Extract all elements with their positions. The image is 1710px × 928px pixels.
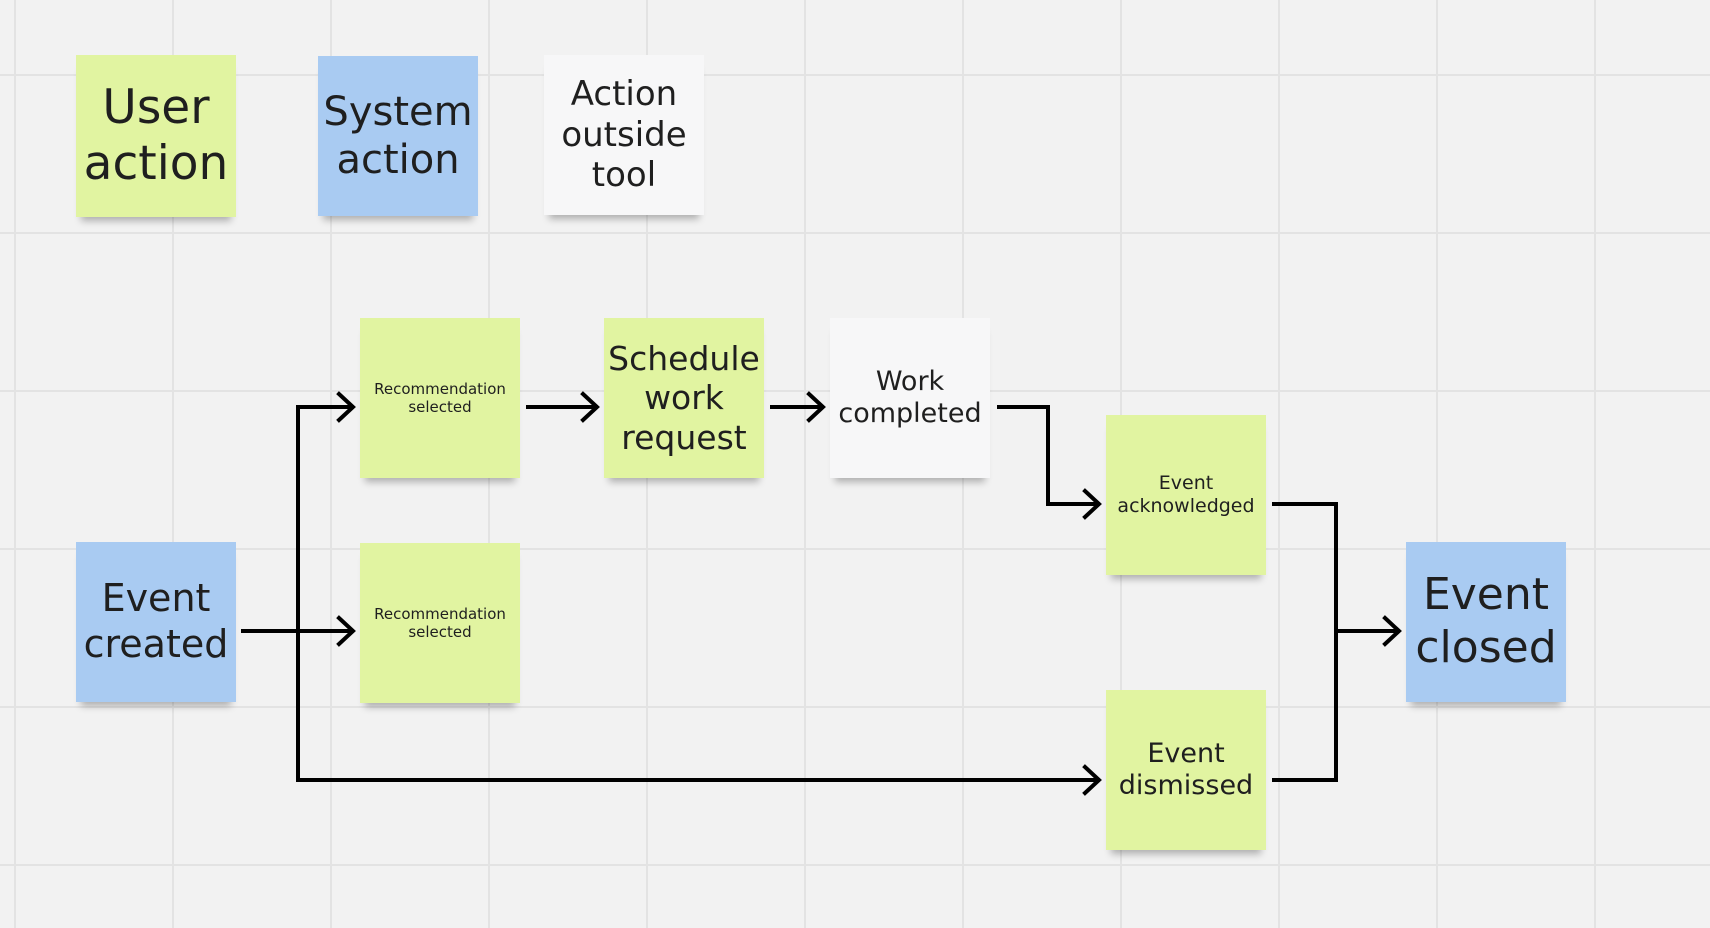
work-completed-label: Work completed — [838, 365, 982, 429]
legend-user-action-note[interactable]: User action — [76, 55, 236, 217]
legend-user-action-label: User action — [83, 79, 229, 191]
event-created-label: Event created — [83, 576, 229, 666]
event-dismissed-note[interactable]: Event dismissed — [1106, 690, 1266, 850]
recommendation-selected-bottom-note[interactable]: Recommendation selected — [360, 543, 520, 703]
connector-ack-to-closed — [1272, 502, 1400, 633]
legend-system-action-note[interactable]: System action — [318, 56, 478, 216]
recommendation-selected-bottom-label: Recommendation selected — [374, 605, 506, 641]
arrowhead-dismissed — [1082, 764, 1102, 796]
recommendation-selected-top-note[interactable]: Recommendation selected — [360, 318, 520, 478]
legend-action-outside-tool-label: Action outside tool — [561, 73, 687, 196]
arrowhead-closed — [1382, 615, 1402, 647]
work-completed-note[interactable]: Work completed — [830, 318, 990, 478]
event-acknowledged-label: Event acknowledged — [1117, 472, 1255, 517]
event-acknowledged-note[interactable]: Event acknowledged — [1106, 415, 1266, 575]
legend-system-action-label: System action — [323, 89, 473, 183]
schedule-work-request-label: Schedule work request — [608, 338, 760, 457]
event-created-note[interactable]: Event created — [76, 542, 236, 702]
arrowhead-work — [806, 391, 826, 423]
arrowhead-ack — [1082, 488, 1102, 520]
connector-dismissed-to-closed — [1272, 629, 1338, 782]
arrowhead-rec-top — [336, 391, 356, 423]
arrowhead-schedule — [580, 391, 600, 423]
event-closed-label: Event closed — [1415, 569, 1557, 673]
event-closed-note[interactable]: Event closed — [1406, 542, 1566, 702]
connector-work-to-ack — [997, 405, 1100, 506]
schedule-work-request-note[interactable]: Schedule work request — [604, 318, 764, 478]
legend-action-outside-tool-note[interactable]: Action outside tool — [544, 55, 704, 215]
event-dismissed-label: Event dismissed — [1118, 737, 1254, 801]
recommendation-selected-top-label: Recommendation selected — [374, 380, 506, 416]
arrowhead-rec-bottom — [336, 615, 356, 647]
